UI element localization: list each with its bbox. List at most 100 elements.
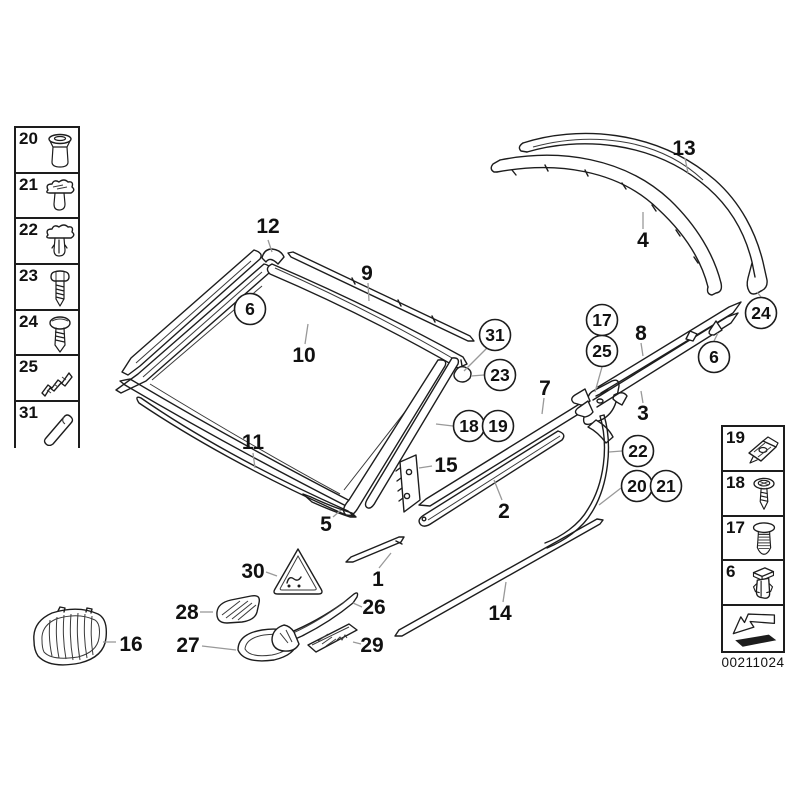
callout-13[interactable]: 13: [672, 137, 695, 160]
callout-5[interactable]: 5: [320, 513, 332, 536]
fasteners-legend-left: 20 21 22 23: [14, 126, 80, 448]
blind-plug-grommet-icon: [48, 133, 72, 168]
callout-2[interactable]: 2: [498, 500, 510, 523]
legend-item-6[interactable]: 6: [723, 561, 783, 607]
callout-19-circle[interactable]: 19: [481, 409, 515, 443]
part-14-sill-strip-drawing: [394, 518, 604, 637]
direction-arrow-icon: [732, 613, 777, 647]
svg-text:22: 22: [628, 441, 648, 461]
legend-label: 20: [19, 129, 38, 148]
callout-29[interactable]: 29: [360, 634, 383, 657]
callout-4[interactable]: 4: [637, 229, 649, 252]
washer-head-screw-icon: [753, 477, 775, 510]
callout-12[interactable]: 12: [256, 215, 279, 238]
legend-label: 19: [726, 428, 745, 447]
legend-label: 21: [19, 174, 38, 194]
leader-lines: [103, 157, 762, 651]
svg-text:25: 25: [592, 341, 612, 361]
pan-head-screw-icon: [49, 316, 71, 353]
callout-30[interactable]: 30: [241, 560, 264, 583]
adhesive-strip-icon: [41, 372, 73, 398]
legend-item-22[interactable]: 22: [16, 219, 78, 266]
part-16-kidney-grille-drawing: [33, 606, 108, 666]
callout-8[interactable]: 8: [635, 322, 647, 345]
svg-text:23: 23: [490, 365, 510, 385]
cylindrical-pin-icon: [43, 414, 74, 447]
sheet-metal-clip-icon: [748, 436, 779, 464]
part-29-m-badge-drawing: [307, 623, 358, 653]
callout-3[interactable]: 3: [637, 402, 649, 425]
callout-1[interactable]: 1: [372, 568, 384, 591]
svg-text:20: 20: [627, 476, 647, 496]
legend-item-23[interactable]: 23: [16, 265, 78, 311]
legend-item-24[interactable]: 24: [16, 310, 78, 357]
legend-label: 23: [19, 266, 38, 286]
plain-callouts: 12 9 10 7 8 13 4 3 15 2 11 5 1 14 30 28 …: [119, 137, 695, 657]
legend-label: 17: [726, 517, 745, 537]
callout-16[interactable]: 16: [119, 633, 142, 656]
legend-item-31[interactable]: 31: [16, 402, 78, 448]
callout-18-circle[interactable]: 18: [452, 409, 486, 443]
legend-item-arrow[interactable]: [723, 606, 783, 651]
callout-21-circle[interactable]: 21: [649, 469, 683, 503]
spreader-clip-slotted-icon: [46, 224, 75, 257]
callout-23-circle[interactable]: 23: [483, 358, 517, 392]
legend-item-21[interactable]: 21: [16, 173, 78, 220]
callout-10[interactable]: 10: [292, 344, 315, 367]
legend-item-25[interactable]: 25: [16, 356, 78, 403]
circled-callouts: 6 31 23 17 25 24: [233, 292, 778, 503]
callout-27[interactable]: 27: [176, 634, 199, 657]
part-26-side-trim-drawing: [271, 592, 359, 652]
callout-25-circle[interactable]: 25: [585, 334, 619, 368]
part-1-trim-strip-drawing: [345, 536, 405, 563]
part-2-belt-molding-drawing: [418, 430, 565, 527]
part-15-bracket-drawing: [395, 454, 421, 513]
part-6-pillar-trim-drawing: [115, 249, 271, 394]
part-28-grille-insert-drawing: [216, 594, 261, 624]
callout-28[interactable]: 28: [175, 601, 199, 624]
svg-text:19: 19: [488, 416, 508, 436]
part-23-corner-grommet-drawing: [453, 359, 472, 383]
svg-text:18: 18: [459, 416, 479, 436]
a-pillar-trim-drawing: [342, 357, 460, 517]
part-13-rear-trim-drawing: [518, 132, 768, 295]
part-9-upper-strip-drawing: [287, 251, 475, 342]
callout-31-circle[interactable]: 31: [478, 318, 512, 352]
legend-item-19[interactable]: 19: [723, 427, 783, 472]
svg-text:21: 21: [656, 476, 676, 496]
svg-text:31: 31: [485, 325, 505, 345]
legend-item-17[interactable]: 17: [723, 516, 783, 562]
legend-label: 18: [726, 472, 745, 492]
hex-head-screw-icon: [50, 270, 70, 307]
part-12-corner-clip-drawing: [261, 248, 285, 265]
part-8-3-sill-strips-drawing: [571, 301, 742, 418]
part-5-corner-strip-drawing: [302, 493, 357, 518]
callout-17-circle[interactable]: 17: [585, 303, 619, 337]
legend-item-20[interactable]: 20: [16, 128, 78, 174]
svg-text:6: 6: [709, 347, 719, 367]
callout-6b-circle[interactable]: 6: [697, 340, 731, 374]
legend-label: 24: [19, 311, 38, 331]
callout-20-circle[interactable]: 20: [620, 469, 654, 503]
part-4-rear-trim-drawing: [490, 154, 723, 296]
legend-item-18[interactable]: 18: [723, 471, 783, 517]
callout-24-circle[interactable]: 24: [744, 296, 778, 330]
part-11-cowl-strip-drawing: [136, 396, 355, 517]
callout-22-circle[interactable]: 22: [621, 434, 655, 468]
callout-6-circle[interactable]: 6: [233, 292, 267, 326]
legend-label: 31: [19, 403, 38, 423]
part-10-windshield-molding-drawing: [266, 263, 468, 369]
windshield-lower-edge-drawing: [119, 378, 355, 510]
callout-14[interactable]: 14: [488, 602, 512, 625]
callout-15[interactable]: 15: [434, 454, 458, 477]
callout-26[interactable]: 26: [362, 596, 385, 619]
fasteners-legend-right: 19 18 17 6: [721, 425, 785, 653]
diagram-part-number: 00211024: [721, 655, 785, 670]
callout-7[interactable]: 7: [539, 377, 551, 400]
callout-11[interactable]: 11: [242, 431, 265, 454]
spreader-clip-icon: [46, 178, 75, 211]
legend-label: 25: [19, 357, 38, 377]
callout-9[interactable]: 9: [361, 262, 373, 285]
